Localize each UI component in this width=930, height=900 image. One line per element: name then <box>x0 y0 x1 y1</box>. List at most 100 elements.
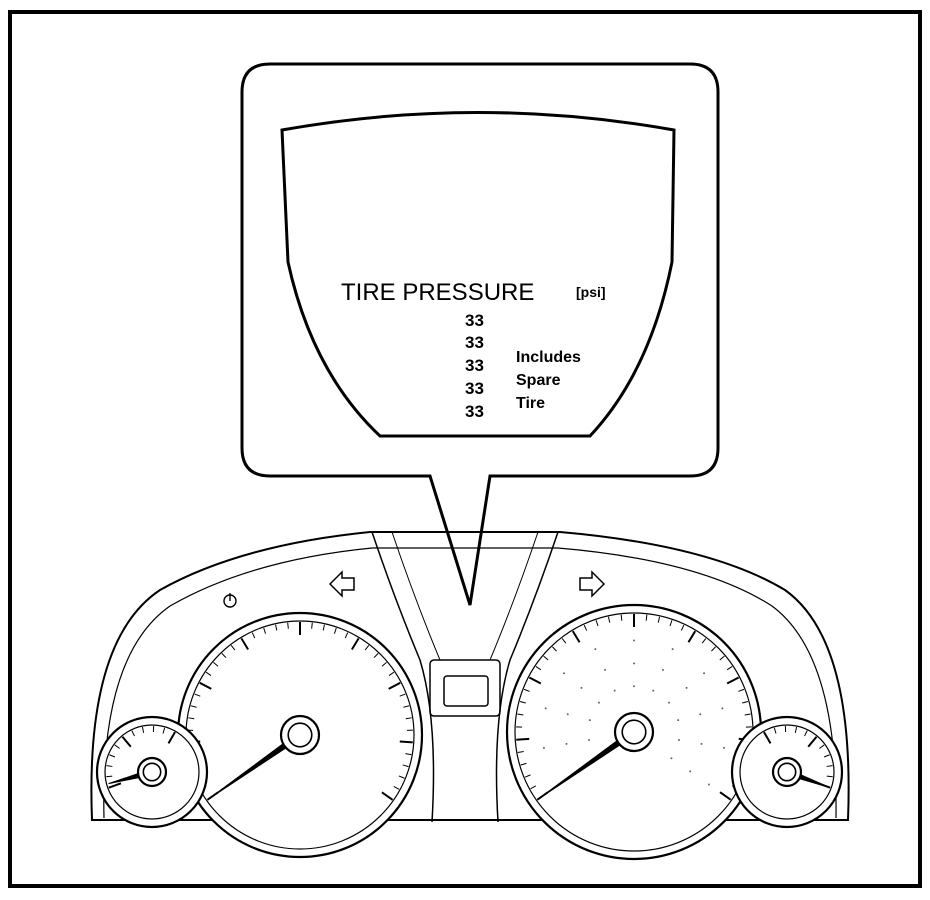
gauge-dot <box>707 783 710 786</box>
gauge-tick <box>607 616 611 623</box>
gauge-dot <box>699 713 702 716</box>
gauge-dot <box>703 672 706 675</box>
gauge-tick <box>263 627 267 634</box>
reading-3: 33 <box>465 356 484 375</box>
gauge-tick <box>535 666 542 671</box>
gauge-tick <box>393 786 400 790</box>
gauge-tick <box>711 646 716 652</box>
gauge-tick <box>701 638 707 644</box>
center-indicator <box>443 675 489 707</box>
gauge-tick <box>388 681 401 690</box>
gauge-tick <box>381 791 394 801</box>
gauge-tick <box>230 645 236 651</box>
gauge-hub-inner <box>777 762 797 782</box>
gauge-dot <box>562 672 565 675</box>
gauge-tick <box>517 713 524 716</box>
gauge-tick <box>167 731 176 744</box>
cluster-housing <box>90 531 850 821</box>
gauge-dot <box>668 701 671 704</box>
gauge-tick <box>620 614 623 621</box>
gauge-tick <box>190 705 197 708</box>
gauge-dot <box>594 648 597 651</box>
spare-note: Includes Spare Tire <box>516 349 581 412</box>
gauge-tick <box>240 637 249 651</box>
gauge-tick <box>106 775 113 778</box>
gauge-tick <box>141 726 145 733</box>
gauge-tick <box>388 671 395 676</box>
gauge-tick <box>213 661 219 667</box>
gauge-tick <box>687 630 697 643</box>
gauge-tick <box>680 624 685 631</box>
gauge-tick <box>804 730 808 737</box>
outer-frame <box>8 10 922 888</box>
gauge-tick <box>719 655 725 661</box>
gauge-tick <box>275 624 278 631</box>
gauge-tick <box>405 753 412 756</box>
gauge-dot <box>633 685 635 688</box>
gauge-tick <box>807 736 818 748</box>
gauge-tick <box>287 622 289 629</box>
gauge-tick <box>530 785 537 790</box>
gauge-dot <box>670 757 673 760</box>
gauge-tick <box>763 731 772 744</box>
gauge-tick <box>311 622 313 629</box>
gauge-tick <box>552 646 557 652</box>
gauge-dot <box>566 713 569 716</box>
gauge-tick <box>738 688 745 692</box>
gauge-tick <box>398 775 405 779</box>
gauge-dot <box>542 746 545 749</box>
gauge-tick <box>516 737 530 741</box>
gauge-tick <box>405 717 412 720</box>
note-line-1: Includes <box>516 349 581 366</box>
gauge-tick <box>719 791 732 801</box>
gauge-tick <box>726 666 733 671</box>
gauge-dot <box>580 686 583 689</box>
gauge-tick <box>399 693 406 697</box>
gauge-dot <box>633 662 635 665</box>
temperature-gauge <box>95 715 209 829</box>
gauge-tick <box>794 726 798 733</box>
gauge-dot <box>652 689 655 692</box>
tachometer-icon <box>223 593 237 608</box>
gauge-tick <box>543 655 549 661</box>
gauge-dot <box>633 639 635 642</box>
gauge-dot <box>597 701 600 704</box>
gauge-tick <box>571 630 581 643</box>
speedometer-gauge <box>505 603 763 861</box>
gauge-tick <box>403 705 410 708</box>
reading-4: 33 <box>465 379 484 398</box>
gauge-tick <box>742 700 749 704</box>
gauge-tick <box>205 671 212 676</box>
reading-1: 33 <box>465 311 484 330</box>
gauge-dot <box>661 668 664 671</box>
pressure-readings: 33 33 33 33 33 <box>465 311 484 421</box>
gauge-hub <box>771 756 803 788</box>
note-line-2: Spare <box>516 372 561 389</box>
gauge-tick <box>595 620 599 627</box>
gauge-tick <box>561 638 567 644</box>
gauge-tick <box>251 632 256 639</box>
gauge-hub <box>613 711 655 753</box>
gauge-dot <box>565 742 568 745</box>
gauge-tick <box>381 661 387 667</box>
gauge-tick <box>583 624 588 631</box>
gauge-tick <box>344 632 349 639</box>
gauge-tick <box>108 782 122 789</box>
gauge-dot <box>689 770 692 773</box>
gauge-tick <box>726 676 740 685</box>
gauge-tick <box>194 693 201 697</box>
gauge-tick <box>520 762 527 766</box>
info-display-screen <box>280 111 676 438</box>
gauge-tick <box>826 765 833 767</box>
gauge-tick <box>162 727 166 734</box>
gauge-dot <box>613 689 616 692</box>
gauge-dot <box>700 742 703 745</box>
gauge-tick <box>131 730 135 737</box>
gauge-dot <box>685 686 688 689</box>
fuel-gauge <box>730 715 844 829</box>
reading-2: 33 <box>465 333 484 352</box>
display-unit: [psi] <box>576 284 606 300</box>
gauge-tick <box>523 688 530 692</box>
gauge-tick <box>744 713 751 716</box>
